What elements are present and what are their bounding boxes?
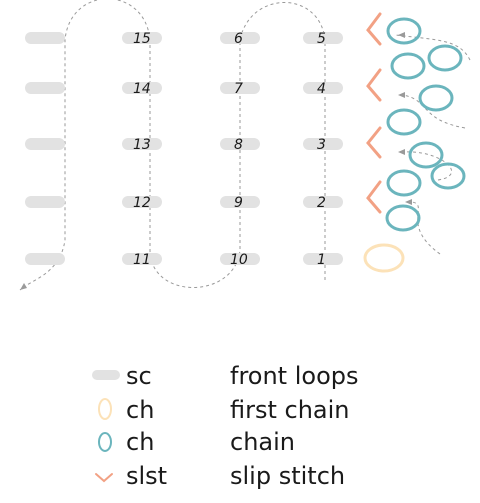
sc-stitch [220, 196, 260, 208]
sc-stitch [303, 253, 343, 265]
sc-stitch [25, 138, 65, 150]
path-arrowhead [20, 283, 27, 290]
sc-stitch [122, 196, 162, 208]
legend-item-slip-stitch: slst slip stitch [95, 462, 345, 490]
legend-symbol: sc [126, 362, 152, 390]
stitch-number: 4 [317, 81, 326, 97]
stitch-number: 15 [133, 31, 151, 47]
path-arrowhead [398, 92, 405, 98]
chain-stitch [430, 162, 466, 190]
sc-stitch [25, 196, 65, 208]
stitch-number: 8 [234, 137, 243, 153]
slip-stitch-icon [366, 126, 382, 159]
stitch-number: 6 [234, 31, 243, 47]
sc-stitch [122, 82, 162, 94]
slip-stitch-icon [366, 68, 382, 102]
chain-stitch [408, 141, 444, 169]
path-arrowhead [398, 149, 405, 155]
legend-symbol: ch [126, 428, 154, 456]
stitch-number: 3 [317, 137, 326, 153]
sc-stitch [25, 32, 65, 44]
legend-description: chain [230, 428, 295, 456]
sc-stitch [220, 138, 260, 150]
stitch-number: 5 [317, 31, 326, 47]
chain-stitch [386, 169, 422, 197]
sc-stitch [25, 253, 65, 265]
legend-description: front loops [230, 362, 359, 390]
legend-item-chain: ch chain [98, 428, 295, 456]
chain-icon [98, 432, 112, 452]
legend-symbol: slst [126, 462, 167, 490]
sc-stitch [220, 82, 260, 94]
legend-description: slip stitch [230, 462, 345, 490]
sc-stitch [220, 253, 260, 265]
chain-stitch [390, 52, 426, 80]
chain-stitch [427, 44, 463, 72]
legend: sc front loops ch first chain ch chain s… [92, 362, 359, 490]
first-chain-icon [98, 398, 112, 420]
crochet-chart: 15 6 5 14 7 4 13 8 3 12 9 2 11 10 1 [19, 0, 471, 291]
chain-stitch [385, 204, 421, 232]
stitch-number: 10 [230, 252, 248, 268]
slip-stitch-icon [366, 12, 382, 46]
path-arrowhead [405, 199, 412, 205]
legend-description: first chain [230, 396, 350, 424]
slip-stitch-icon [95, 473, 113, 483]
path-arrowhead [398, 32, 405, 38]
sc-stitch [122, 253, 162, 265]
sc-icon [92, 370, 120, 380]
first-chain-stitch [363, 243, 405, 273]
stitch-number: 7 [234, 81, 243, 97]
legend-item-sc: sc front loops [92, 362, 359, 390]
stitch-number: 2 [317, 195, 326, 211]
sc-stitch [122, 32, 162, 44]
stitch-number: 9 [234, 195, 243, 211]
sc-stitch [25, 82, 65, 94]
legend-symbol: ch [126, 396, 154, 424]
sc-stitch [303, 196, 343, 208]
stitch-number: 14 [133, 81, 151, 97]
chain-stitch [386, 108, 422, 136]
stitch-number: 1 [317, 252, 326, 268]
slip-stitch-icon [366, 180, 382, 214]
stitch-number: 13 [133, 137, 151, 153]
sc-stitch [220, 32, 260, 44]
chain-stitch [418, 84, 454, 112]
legend-item-first-chain: ch first chain [98, 396, 350, 424]
sc-stitch [122, 138, 162, 150]
sc-stitch [303, 82, 343, 94]
chain-stitch [386, 17, 422, 45]
sc-stitch [303, 138, 343, 150]
stitch-number: 12 [133, 195, 151, 211]
stitch-number: 11 [133, 252, 151, 268]
sc-stitch [303, 32, 343, 44]
